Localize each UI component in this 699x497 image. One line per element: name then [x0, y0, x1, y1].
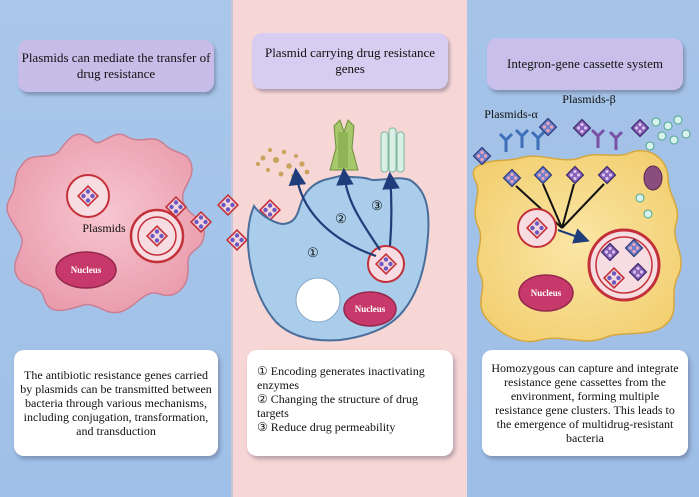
- middle-nucleus: [343, 291, 397, 327]
- phage-particle: [643, 165, 663, 191]
- plasmids-alpha-label: Plasmids-α: [484, 107, 538, 121]
- middle-list-box: ① Encoding generates inactivating enzyme…: [247, 350, 453, 456]
- vacuole: [295, 277, 341, 323]
- plasmids-beta-label: Plasmids-β: [562, 92, 615, 106]
- right-description-box: Homozygous can capture and integrate res…: [482, 350, 688, 456]
- left-nucleus-label: Nucleus: [71, 265, 102, 275]
- right-nucleus-label: Nucleus: [531, 288, 562, 298]
- middle-plasmid: [367, 245, 405, 283]
- left-description: The antibiotic resistance genes carried …: [20, 368, 212, 438]
- membrane-channel: [380, 127, 405, 173]
- left-nucleus: [55, 251, 117, 289]
- right-nucleus: [518, 274, 574, 312]
- left-title: Plasmids can mediate the transfer of dru…: [18, 40, 214, 92]
- right-description: Homozygous can capture and integrate res…: [491, 361, 679, 445]
- inactivating-enzyme-debris: [256, 148, 310, 178]
- marker-2: ②: [335, 211, 347, 226]
- middle-title: Plasmid carrying drug resistance genes: [252, 33, 448, 89]
- marker-1: ①: [307, 245, 319, 260]
- right-title: Integron-gene cassette system: [487, 38, 683, 90]
- left-description-box: The antibiotic resistance genes carried …: [14, 350, 218, 456]
- left-small-plasmid: [66, 174, 110, 218]
- mechanism-item-1: ① Encoding generates inactivating enzyme…: [257, 364, 425, 392]
- mechanism-item-2: ② Changing the structure of drug targets: [257, 392, 419, 420]
- left-large-plasmid: [129, 208, 185, 264]
- mechanism-item-3: ③ Reduce drug permeability: [257, 420, 396, 434]
- receptors-beta: [590, 128, 624, 150]
- right-large-integron: [587, 228, 661, 302]
- drug-target-protein: [329, 119, 359, 171]
- left-plasmids-label: Plasmids: [82, 221, 126, 235]
- marker-3: ③: [371, 198, 383, 213]
- integration-arrow: [557, 228, 590, 244]
- middle-nucleus-label: Nucleus: [355, 304, 386, 314]
- receptors-alpha: [498, 128, 546, 152]
- resistance-arrows: [288, 167, 400, 258]
- right-small-integron: [517, 208, 557, 248]
